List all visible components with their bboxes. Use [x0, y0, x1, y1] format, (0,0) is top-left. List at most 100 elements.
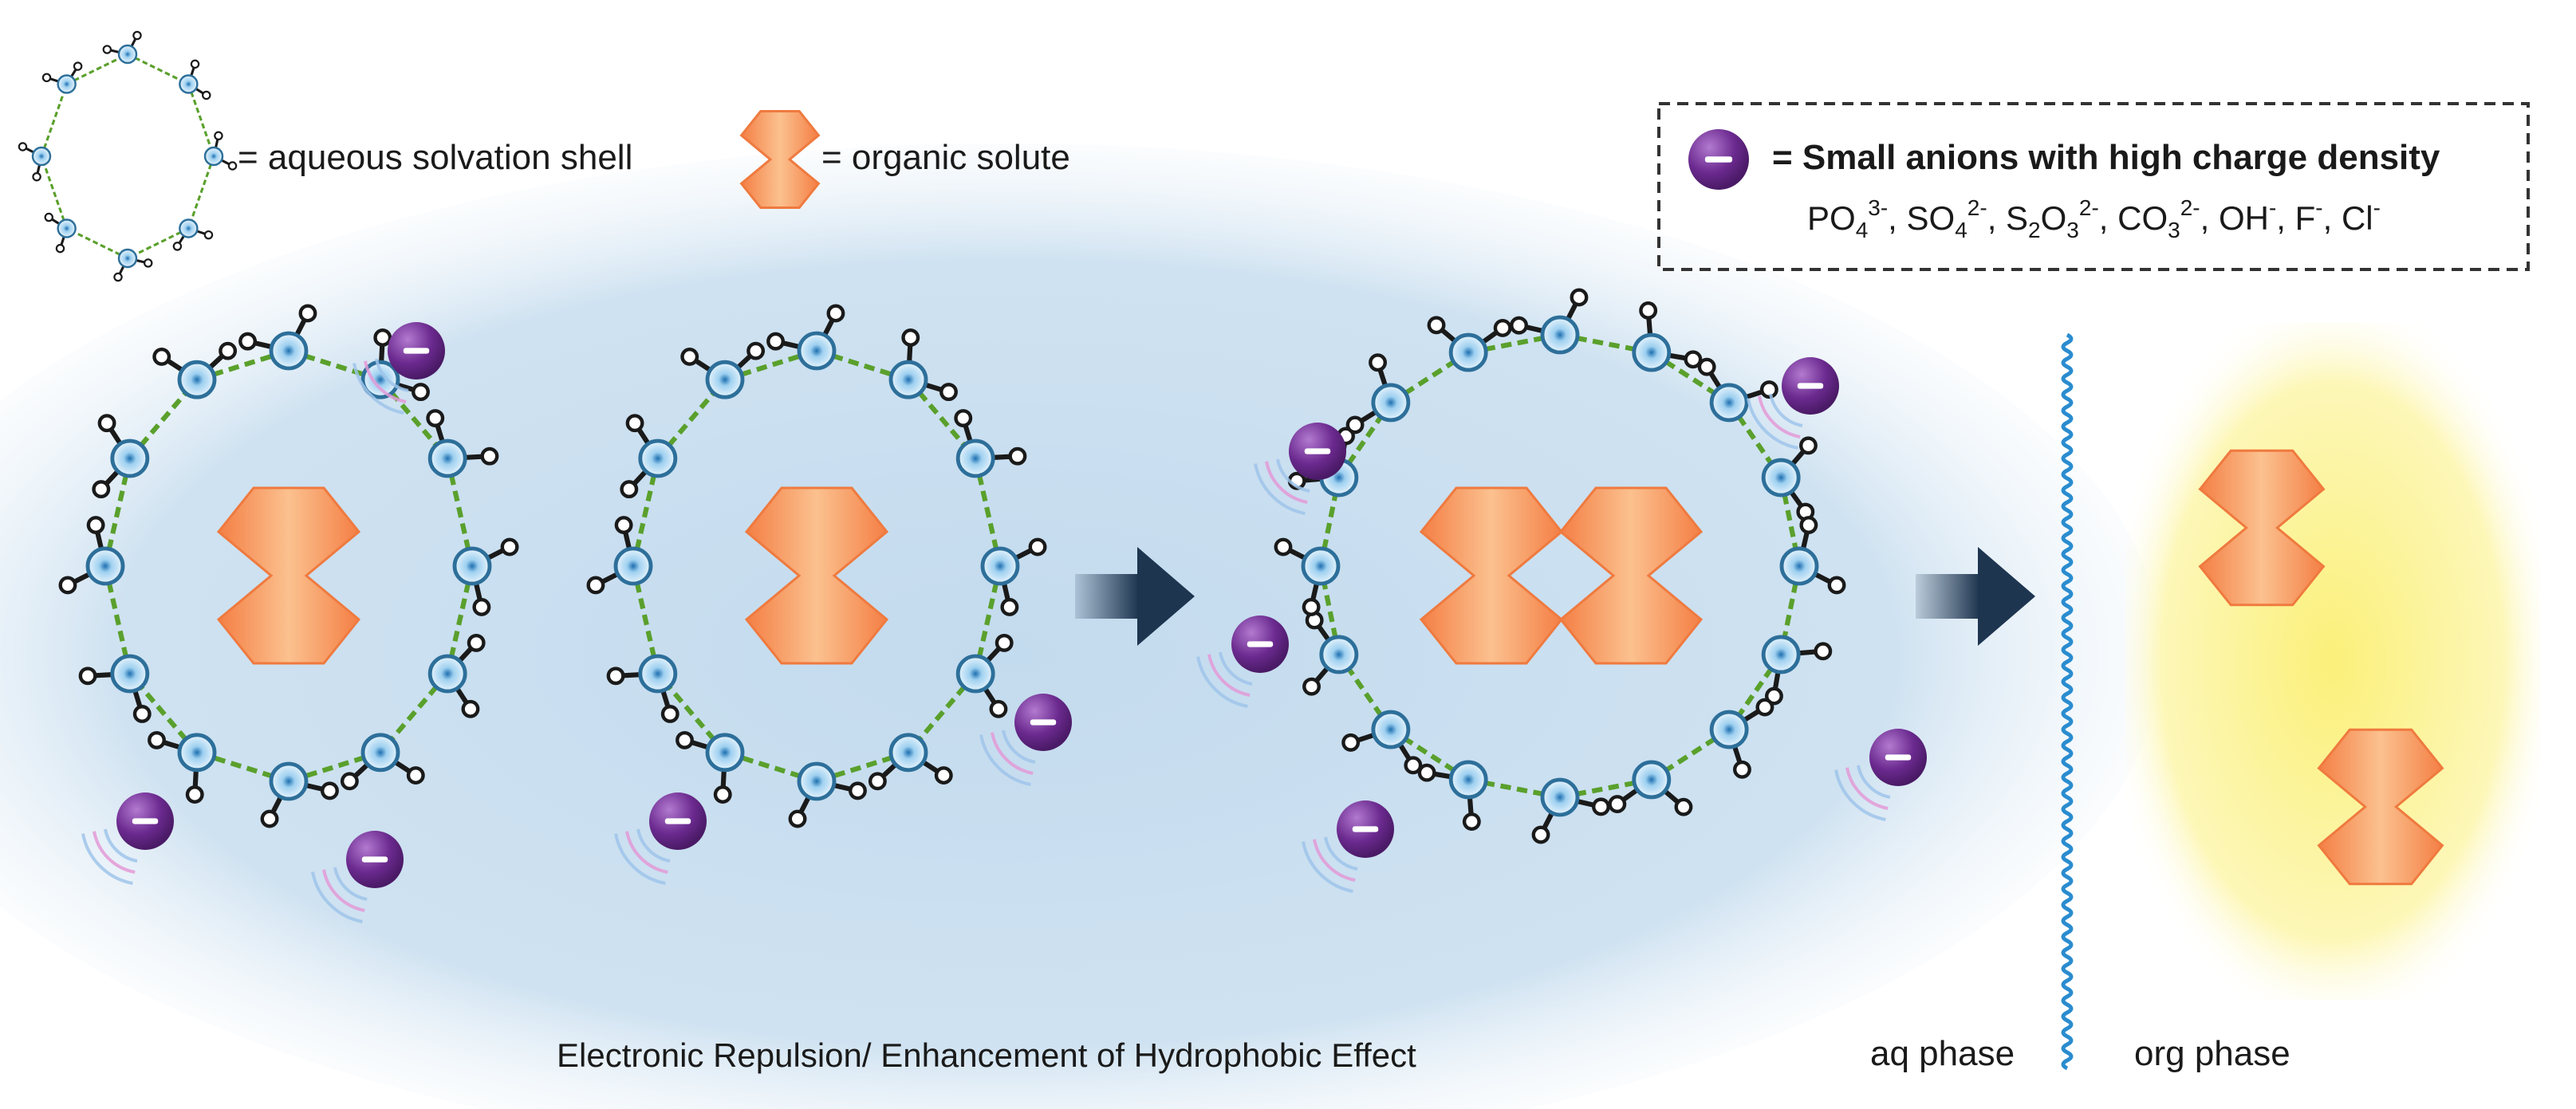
anion-repulsion-wave	[1196, 656, 1248, 708]
hydrogen-atom	[1404, 756, 1423, 775]
oxygen-atom	[1319, 635, 1359, 674]
process-caption: Electronic Repulsion/ Enhancement of Hyd…	[557, 1036, 1416, 1074]
hydrogen-atom	[41, 73, 52, 83]
hydrogen-atom	[500, 537, 519, 556]
hydrogen-atom	[826, 304, 845, 323]
hydrogen-atom	[1639, 301, 1658, 320]
hydrogen-atom	[788, 809, 807, 828]
oxygen-atom	[797, 761, 837, 801]
hydrogen-atom	[412, 383, 430, 402]
hydrogen-atom	[1369, 353, 1387, 372]
hydrogen-atom	[55, 243, 65, 254]
anion-repulsion-wave	[1254, 463, 1306, 515]
water-molecule	[680, 341, 766, 399]
anion-repulsion-wave	[311, 871, 363, 923]
anion-repulsion-wave	[614, 833, 666, 885]
water-molecule	[676, 730, 745, 804]
hydrogen-atom	[934, 766, 953, 785]
water-molecule	[1761, 635, 1833, 706]
hydrogen-atom	[680, 347, 699, 366]
hydrogen-atom	[214, 131, 223, 140]
minus-sign-icon	[664, 818, 691, 824]
hydrogen-atom	[144, 258, 153, 268]
hydrogen-atom	[1814, 642, 1833, 661]
hydrogen-atom	[1302, 677, 1321, 696]
hydrogen-atom	[625, 414, 644, 433]
water-molecule	[1779, 516, 1846, 595]
oxygen-atom	[179, 218, 199, 238]
anion-repulsion-wave	[1857, 765, 1891, 799]
minus-sign-icon	[1885, 754, 1912, 761]
small-anion	[1747, 357, 1839, 450]
hydrogen-atom	[148, 730, 166, 749]
hydrogen-atom	[1765, 686, 1783, 706]
hydrogen-atom	[1570, 288, 1589, 307]
legend-shell-icon	[18, 30, 238, 282]
hydrogen-atom	[1510, 316, 1528, 335]
hydrogen-atom	[132, 30, 142, 41]
hydrogen-atom	[340, 772, 359, 791]
oxygen-atom	[31, 146, 52, 167]
hydrogen-atom	[676, 730, 694, 749]
anion-repulsion-wave	[81, 833, 133, 885]
oxygen-atom	[360, 733, 400, 773]
water-molecule	[113, 248, 153, 282]
anion-repulsion-wave	[625, 831, 668, 874]
oxygen-atom	[888, 360, 928, 399]
anion-list-part: 2-	[2180, 195, 2200, 220]
anion-repulsion-wave	[1758, 395, 1801, 438]
oxygen-atom	[1371, 710, 1411, 749]
panel-solvated-solute-1	[58, 304, 519, 923]
anion-repulsion-wave	[1769, 393, 1803, 427]
hydrogen-atom	[472, 598, 491, 616]
water-molecule	[1531, 777, 1610, 844]
hydrogen-atom	[1028, 537, 1047, 556]
aqueous-phase-background	[0, 144, 2161, 1109]
oxygen-atom	[427, 654, 467, 694]
minus-sign-icon	[1352, 826, 1379, 832]
water-molecule	[92, 414, 150, 499]
small-anion	[979, 694, 1072, 786]
hydrogen-atom	[426, 409, 445, 427]
anion-repulsion-wave	[1845, 767, 1889, 810]
anion-list-part: 2-	[1967, 195, 1987, 220]
hydrogen-atom	[1531, 825, 1550, 844]
anion-list-part: , F	[2276, 199, 2315, 237]
water-molecule	[980, 537, 1047, 616]
oxygen-atom	[452, 546, 492, 586]
anion-list-part: O	[2041, 199, 2067, 237]
hydrogen-atom	[18, 142, 28, 151]
hydrogen-atom	[1799, 436, 1818, 455]
anion-repulsion-wave	[322, 869, 365, 912]
organic-solute	[1558, 486, 1704, 665]
hydrogen-atom	[746, 341, 766, 360]
oxygen-atom	[110, 654, 150, 694]
oxygen-atom	[638, 438, 678, 478]
hydrogen-atom	[586, 576, 605, 595]
minus-sign-icon	[1030, 719, 1057, 726]
hydrogen-atom	[152, 347, 171, 366]
hydrogen-atom	[1759, 380, 1778, 399]
oxygen-atom	[1709, 710, 1749, 749]
anion-list-part: PO	[1807, 199, 1856, 237]
oxygen-atom	[179, 74, 199, 94]
hydrogen-bond	[127, 53, 190, 85]
water-molecule	[1761, 436, 1818, 521]
anion-repulsion-wave	[93, 831, 136, 874]
water-molecule	[102, 30, 142, 65]
oxygen-atom	[85, 546, 125, 586]
hydrogen-atom	[1345, 415, 1365, 435]
anion-list-part: , SO	[1888, 199, 1955, 237]
oxygen-atom	[1761, 635, 1801, 674]
anion-repulsion-wave	[364, 360, 407, 403]
hydrogen-bond	[127, 227, 190, 260]
small-anion	[81, 792, 174, 885]
water-molecule	[78, 654, 152, 723]
water-molecule	[360, 328, 430, 402]
water-molecule	[1608, 760, 1693, 816]
hydrogen-atom	[58, 576, 77, 595]
hydrogen-atom	[78, 667, 97, 686]
water-molecule	[41, 61, 83, 94]
water-molecule	[606, 654, 679, 723]
